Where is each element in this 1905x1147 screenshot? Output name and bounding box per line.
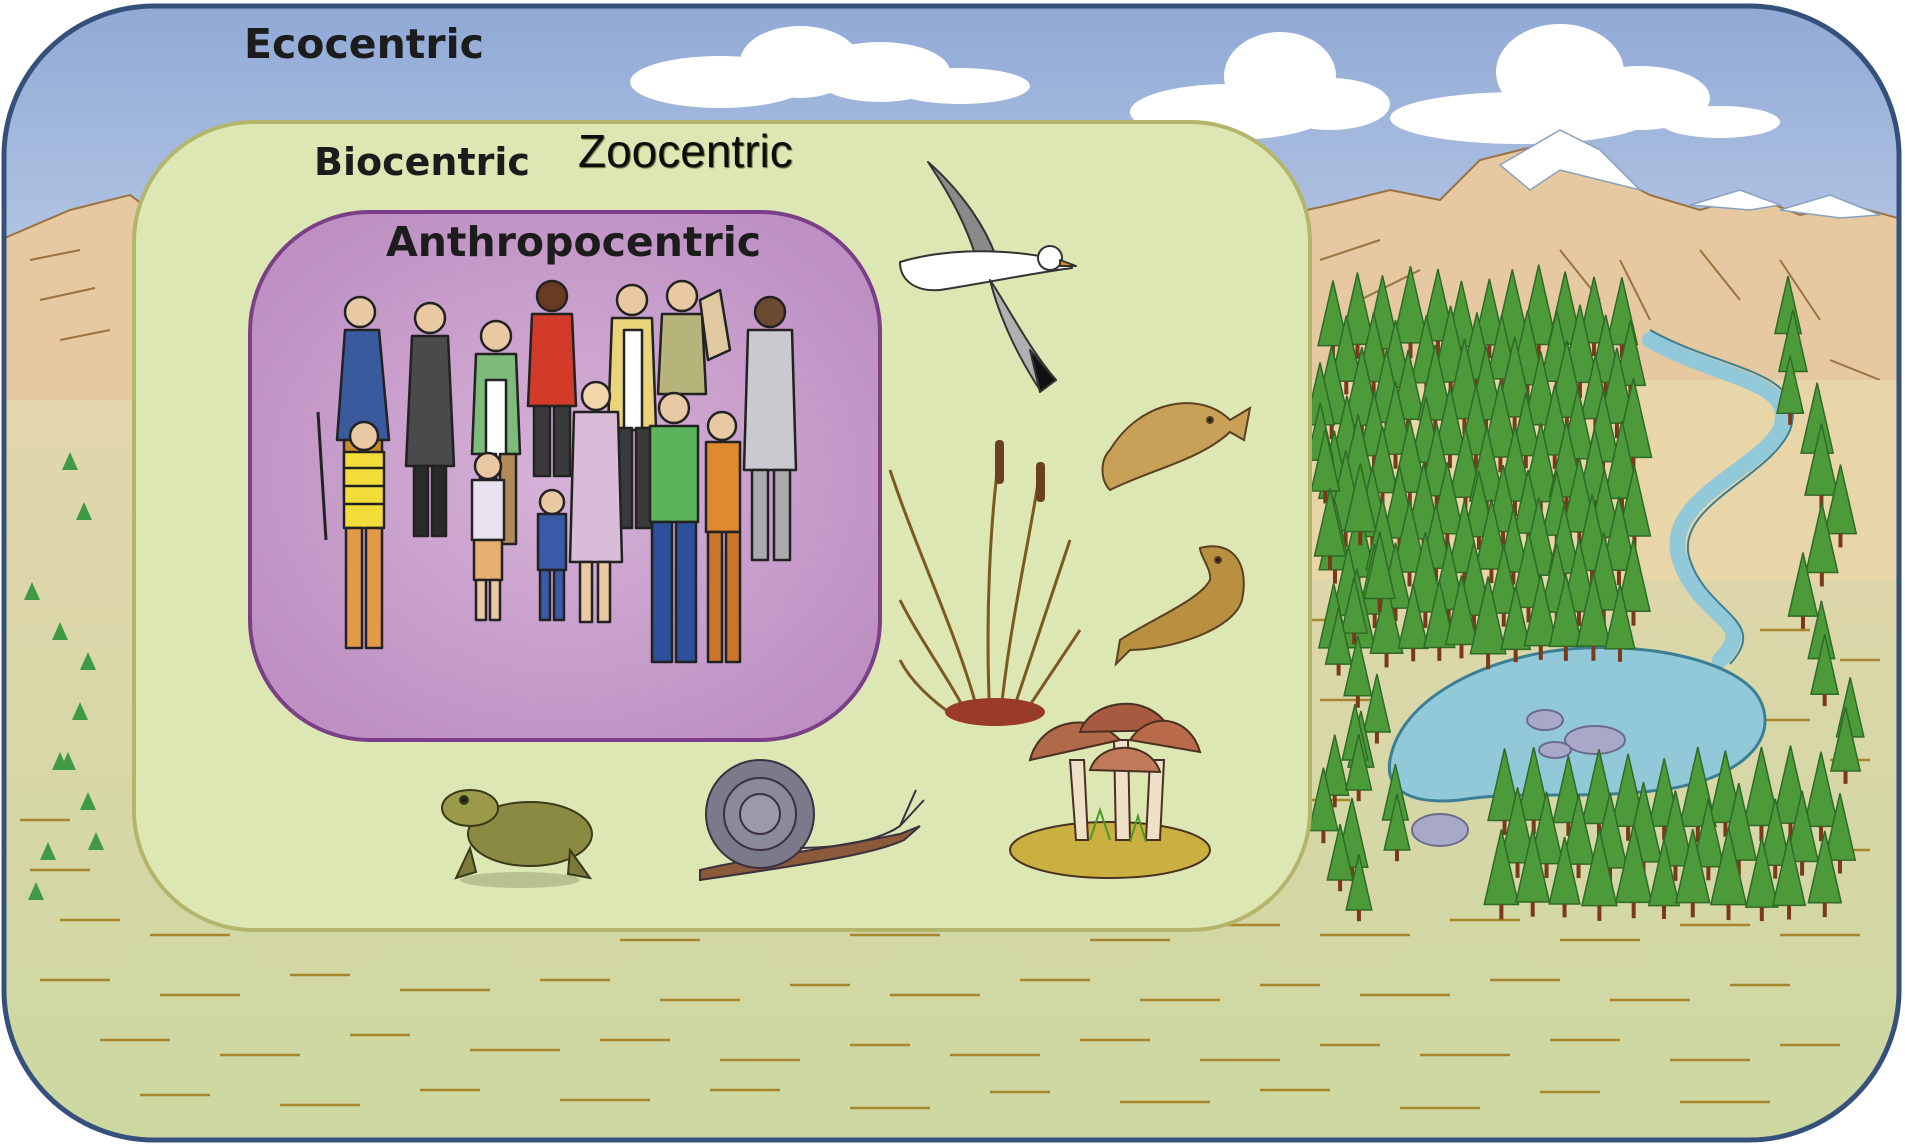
anthropocentric-label: Anthropocentric [386,218,761,266]
zoocentric-label: Zoocentric [578,124,793,178]
biocentric-label: Biocentric [314,140,530,184]
ecocentric-label: Ecocentric [244,20,484,68]
